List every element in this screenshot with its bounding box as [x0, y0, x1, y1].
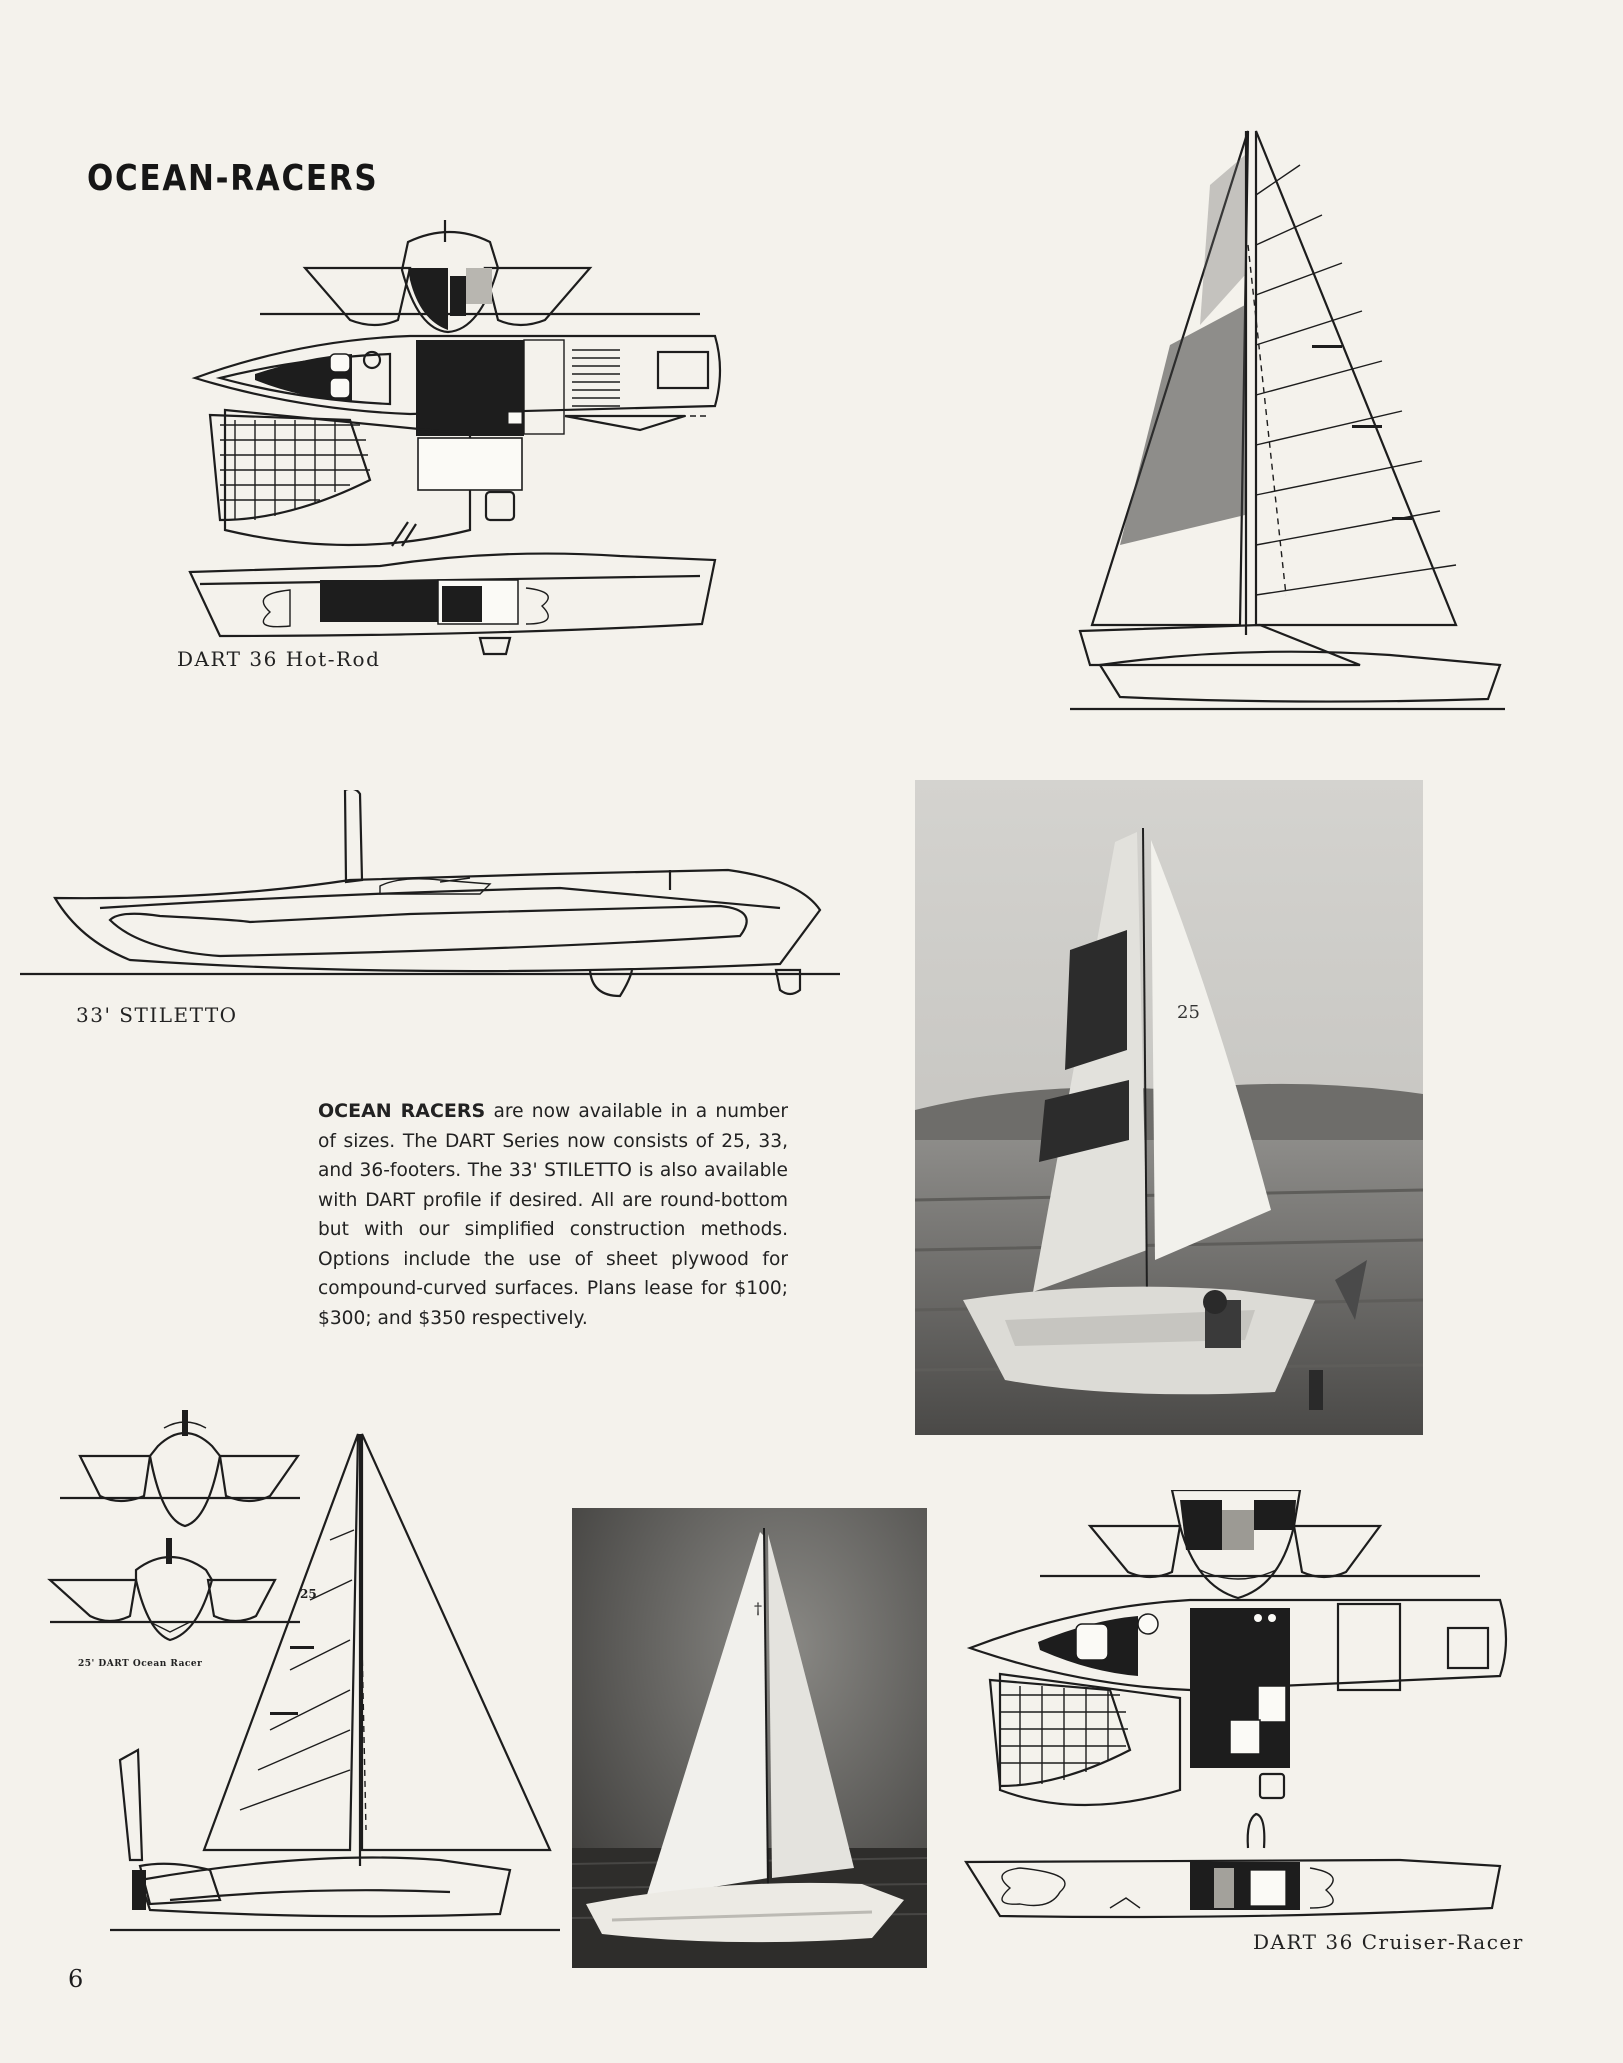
sail-number-25: 25: [1177, 1002, 1200, 1023]
article-paragraph: OCEAN RACERS are now available in a numb…: [318, 1097, 788, 1333]
hotrod-sail-plan: [1070, 130, 1505, 711]
dart25-section-views: [47, 1410, 300, 1642]
dart-under-sail-photo: †: [572, 1508, 927, 1968]
stiletto-profile-drawing: [20, 790, 840, 998]
dart36-cruiser-racer-drawings: [964, 1490, 1508, 1919]
article-lead: OCEAN RACERS: [318, 1100, 486, 1122]
dart25-caption: 25' DART Ocean Racer: [78, 1659, 203, 1669]
svg-text:†: †: [754, 1599, 762, 1618]
article-body: are now available in a number of sizes. …: [318, 1101, 788, 1329]
page-title: OCEAN-RACERS: [87, 158, 379, 199]
dart36-hotrod-drawings: [188, 220, 722, 656]
hotrod-caption: DART 36 Hot-Rod: [177, 647, 381, 671]
stiletto-caption: 33' STILETTO: [76, 1003, 238, 1027]
page-number: 6: [68, 1965, 84, 1993]
cruiser-racer-caption: DART 36 Cruiser-Racer: [1253, 1930, 1524, 1954]
dart25-sail-plan: 25: [110, 1433, 560, 1932]
dart25-sailing-photo: 25: [915, 780, 1423, 1435]
drawing-sail-number: 25: [300, 1587, 317, 1601]
